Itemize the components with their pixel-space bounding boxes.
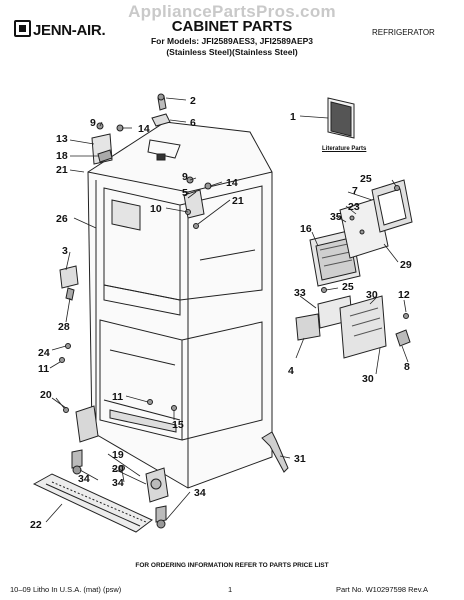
- callout-23: 23: [348, 201, 360, 213]
- callout-20-left: 20: [40, 389, 52, 401]
- ordering-note: FOR ORDERING INFORMATION REFER TO PARTS …: [135, 562, 329, 569]
- page-number: 1: [228, 585, 233, 594]
- callout-21-right: 21: [232, 195, 244, 207]
- callout-15: 15: [172, 419, 184, 431]
- toe-grille: [32, 473, 153, 533]
- callout-2: 2: [190, 95, 196, 107]
- callout-31: 31: [294, 453, 306, 465]
- callout-29: 29: [400, 259, 412, 271]
- callout-19: 19: [112, 449, 124, 461]
- callout-14-top: 14: [138, 123, 150, 135]
- left-hinge-assembly: [91, 122, 124, 165]
- callout-11-center: 11: [112, 391, 123, 403]
- callout-3: 3: [62, 245, 68, 257]
- lower-housing-assembly: [295, 287, 411, 359]
- front-leveling-assembly: [71, 405, 169, 529]
- category-label: REFRIGERATOR: [372, 28, 435, 37]
- callout-4: 4: [288, 365, 294, 377]
- callout-22: 22: [30, 519, 42, 531]
- callout-9-middle: 9: [182, 171, 188, 183]
- literature-parts-label: Literature Parts: [322, 146, 367, 152]
- callout-25-top: 25: [360, 173, 372, 185]
- brand-name: JENN-AIR.: [33, 22, 106, 39]
- callout-30-upper: 30: [366, 289, 378, 301]
- callout-8: 8: [404, 361, 410, 373]
- callout-20-center: 20: [112, 463, 124, 475]
- drain-tube: [261, 431, 289, 473]
- callout-25-lower: 25: [342, 281, 354, 293]
- page-title: CABINET PARTS: [171, 18, 293, 35]
- part-number: Part No. W10297598 Rev.A: [336, 585, 428, 594]
- callout-34-center: 34: [112, 477, 124, 489]
- callout-5: 5: [182, 187, 188, 199]
- callout-18: 18: [56, 150, 68, 162]
- callout-35: 35: [330, 211, 342, 223]
- watermark: AppliancePartsPros.com: [128, 2, 336, 21]
- callout-11-left: 11: [38, 363, 49, 375]
- callout-7: 7: [352, 185, 358, 197]
- callout-numbers: 2 6 9 14 13 18 21 9 14 5 10 21 26 3 28 2…: [30, 95, 412, 531]
- callout-24: 24: [38, 347, 50, 359]
- literature-pack: [327, 97, 355, 139]
- callout-34-left: 34: [78, 473, 90, 485]
- callout-leader-lines: [45, 97, 409, 523]
- callout-1: 1: [290, 111, 296, 123]
- models-line: For Models: JFI2589AES3, JFI2589AEP3: [150, 36, 314, 46]
- refrigerator-cabinet: [87, 121, 273, 489]
- callout-14-middle: 14: [226, 177, 238, 189]
- callout-21-left: 21: [56, 164, 68, 176]
- callout-34-right: 34: [194, 487, 206, 499]
- top-hinge: [151, 93, 171, 127]
- callout-13: 13: [56, 133, 68, 145]
- callout-10: 10: [150, 203, 162, 215]
- callout-12: 12: [398, 289, 410, 301]
- brand-logo: JENN-AIR.: [14, 20, 106, 39]
- callout-30-lower: 30: [362, 373, 374, 385]
- brand-mark-icon: [14, 20, 31, 37]
- lower-left-bracket: [59, 265, 79, 301]
- callout-16: 16: [300, 223, 312, 235]
- callout-26: 26: [56, 213, 68, 225]
- callout-6: 6: [190, 117, 196, 129]
- control-housing-assembly: [309, 179, 413, 287]
- callout-9-top: 9: [90, 117, 96, 129]
- finish-line: (Stainless Steel)(Stainless Steel): [166, 47, 298, 57]
- callout-28: 28: [58, 321, 70, 333]
- litho-line: 10–09 Litho In U.S.A. (mat) (psw): [10, 585, 122, 594]
- callout-33: 33: [294, 287, 306, 299]
